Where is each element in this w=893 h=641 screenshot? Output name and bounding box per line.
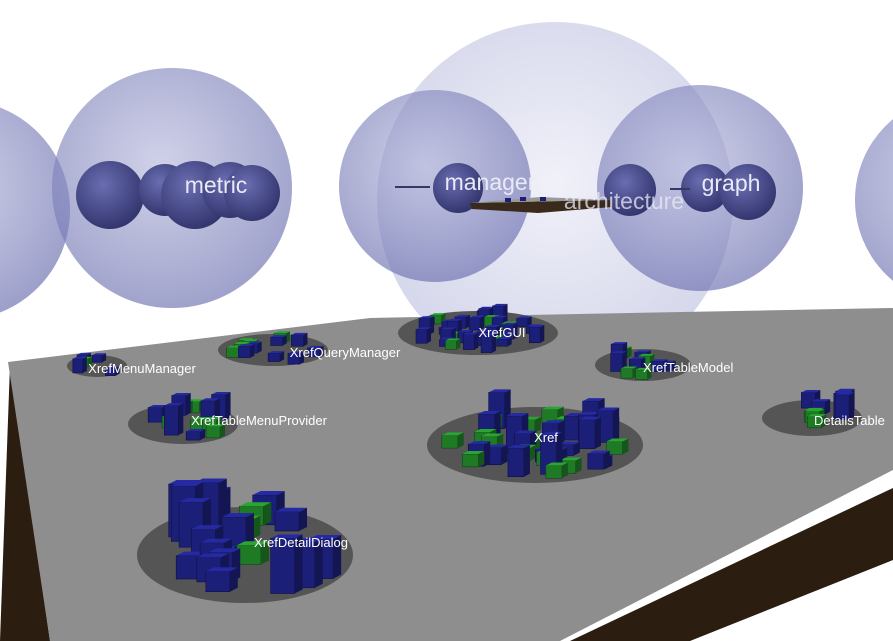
- method-box: [480, 333, 497, 353]
- package-spheres: metric manager architecture graph: [0, 22, 893, 378]
- class-label-detailstable: DetailsTable: [814, 413, 885, 428]
- method-box: [610, 351, 627, 372]
- package-label-graph: graph: [702, 170, 761, 196]
- method-box-small: [445, 338, 461, 350]
- method-box-small: [807, 414, 827, 429]
- district-xref-table-model[interactable]: [595, 342, 691, 381]
- class-label-xreftablemodel: XrefTableModel: [643, 360, 733, 375]
- district-xref[interactable]: [427, 389, 643, 483]
- method-box: [529, 325, 545, 344]
- method-box: [185, 429, 206, 441]
- class-label-xrefmenumanager: XrefMenuManager: [88, 361, 196, 376]
- method-box: [463, 332, 479, 350]
- district-xref-table-menu-provider[interactable]: [128, 391, 238, 444]
- metric-inner-nodes: [76, 161, 280, 229]
- package-label-metric: metric: [185, 172, 248, 198]
- district-xref-detail-dialog[interactable]: [137, 478, 353, 603]
- method-box: [91, 353, 107, 363]
- method-box: [287, 351, 304, 365]
- district-xref-query-manager[interactable]: [218, 331, 328, 366]
- method-box: [238, 344, 255, 358]
- method-box: [267, 351, 285, 362]
- method-box: [270, 534, 303, 594]
- method-box-small: [635, 367, 652, 380]
- method-box: [205, 567, 238, 593]
- method-box: [72, 356, 87, 374]
- method-box: [496, 337, 512, 347]
- method-box: [274, 507, 307, 532]
- architecture-mini-platform: [470, 197, 612, 213]
- class-label-xrefquerymanager: XrefQueryManager: [290, 345, 401, 360]
- method-box-small: [545, 462, 568, 479]
- ground-platform: [0, 308, 893, 641]
- method-box-small: [441, 432, 464, 449]
- method-box: [507, 445, 530, 478]
- manager-inner-nodes: [395, 163, 483, 213]
- class-label-xrefgui: XrefGUI: [479, 325, 526, 340]
- class-label-xrefdetaildialog: XrefDetailDialog: [254, 535, 348, 550]
- method-box: [587, 450, 610, 470]
- method-box-small: [205, 424, 226, 439]
- graph-inner-nodes: [604, 164, 776, 220]
- class-districts: [67, 303, 862, 603]
- method-box: [105, 366, 120, 377]
- edge-sphere-right: [855, 119, 893, 281]
- platform-front-side: [570, 488, 893, 641]
- class-label-xref: Xref: [534, 430, 558, 445]
- district-xref-gui[interactable]: [398, 303, 558, 355]
- method-box: [596, 407, 620, 443]
- method-box: [415, 327, 432, 344]
- method-box: [164, 403, 184, 436]
- package-label-architecture: architecture: [564, 188, 684, 214]
- district-xref-menu-manager[interactable]: [67, 352, 127, 377]
- edge-sphere-left: [0, 107, 70, 313]
- class-label-xreftablemenuprovider: XrefTableMenuProvider: [191, 413, 328, 428]
- district-details-table[interactable]: [762, 388, 862, 436]
- method-box: [651, 359, 668, 373]
- method-box-small: [606, 438, 629, 455]
- method-box: [291, 332, 308, 347]
- method-box: [468, 315, 485, 331]
- class-labels: XrefGUI XrefMenuManager XrefQueryManager…: [88, 325, 885, 550]
- method-box: [270, 335, 287, 346]
- method-box-small: [236, 541, 269, 565]
- platform-side: [0, 365, 50, 641]
- method-box-small: [461, 451, 485, 468]
- method-box: [578, 416, 601, 450]
- method-box-small: [620, 366, 637, 379]
- method-box: [834, 392, 855, 420]
- method-box: [502, 322, 518, 340]
- method-box: [307, 345, 324, 358]
- package-label-manager: manager: [445, 169, 536, 195]
